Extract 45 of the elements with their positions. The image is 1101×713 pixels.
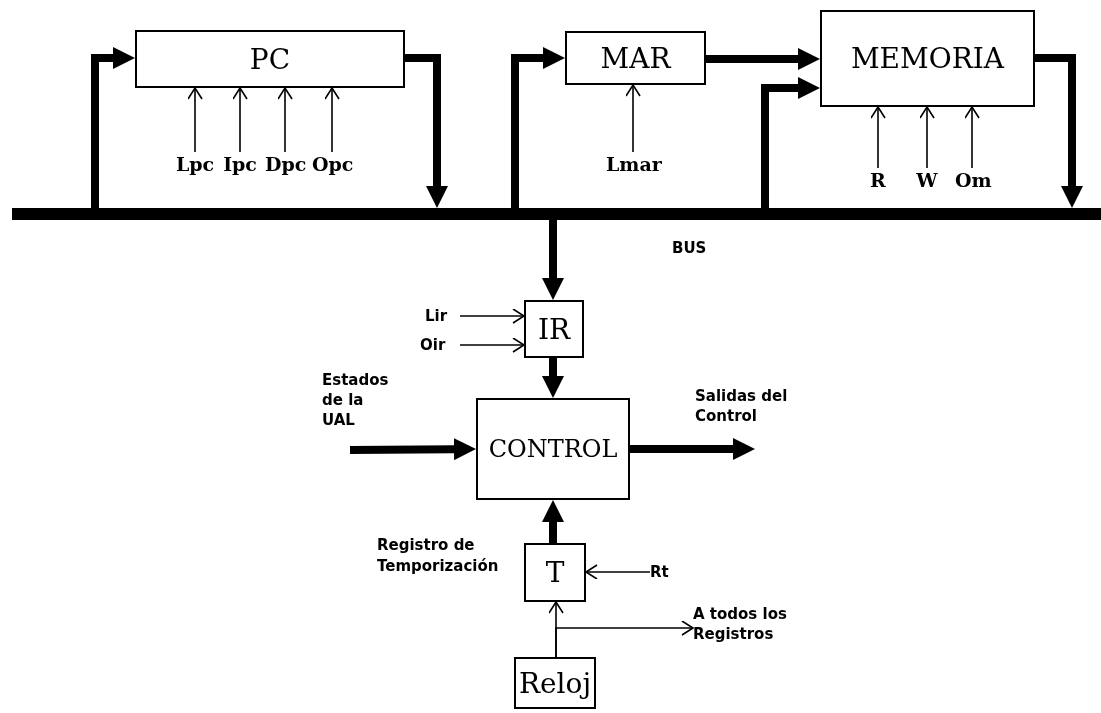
arrow <box>459 337 525 353</box>
arrow <box>625 84 641 153</box>
arrow <box>585 564 651 580</box>
bus-label: BUS <box>672 238 707 259</box>
control-box: CONTROL <box>476 398 630 500</box>
arrow <box>277 87 293 153</box>
signal-label: Lpc <box>175 152 215 176</box>
signal-label: Lmar <box>606 152 660 176</box>
caption-text: Registro de Temporización <box>377 535 500 577</box>
bus-arrow <box>706 48 820 70</box>
signal-label: Ipc <box>222 152 258 176</box>
arrow <box>870 106 886 169</box>
bus-arrow <box>542 358 564 398</box>
bus-bar <box>12 208 1101 220</box>
arrow <box>919 106 935 169</box>
arrow <box>187 87 203 153</box>
arrow <box>555 620 694 658</box>
output-label: A todos los Registros <box>693 604 803 648</box>
arrow <box>324 87 340 153</box>
arrow <box>232 87 248 153</box>
bus-arrow <box>761 77 820 208</box>
register-box: MAR <box>565 31 706 85</box>
bus-arrow <box>349 438 476 461</box>
input-label: Estados de la UAL <box>322 370 390 450</box>
arrow <box>459 308 525 324</box>
bus-arrow <box>542 220 564 300</box>
output-label: Salidas del Control <box>695 386 805 449</box>
memory-box: MEMORIA <box>820 10 1035 107</box>
signal-label: Rt <box>650 562 680 582</box>
bus-arrow <box>91 47 135 208</box>
signal-label: Lir <box>425 306 460 326</box>
bus-arrow <box>511 47 565 208</box>
signal-label: Dpc <box>265 152 305 176</box>
register-box: IR <box>524 300 584 358</box>
signal-label: Oir <box>420 335 460 355</box>
register-box: PC <box>135 30 405 88</box>
signal-label: Opc <box>312 152 352 176</box>
bus-arrow <box>542 500 564 543</box>
bus-arrow <box>630 438 755 460</box>
bus-arrow <box>1035 54 1083 208</box>
register-box: T <box>524 543 586 602</box>
clock-box: Reloj <box>514 657 596 709</box>
signal-label: R <box>866 168 890 192</box>
signal-label: W <box>913 168 941 192</box>
arrow <box>964 106 980 169</box>
